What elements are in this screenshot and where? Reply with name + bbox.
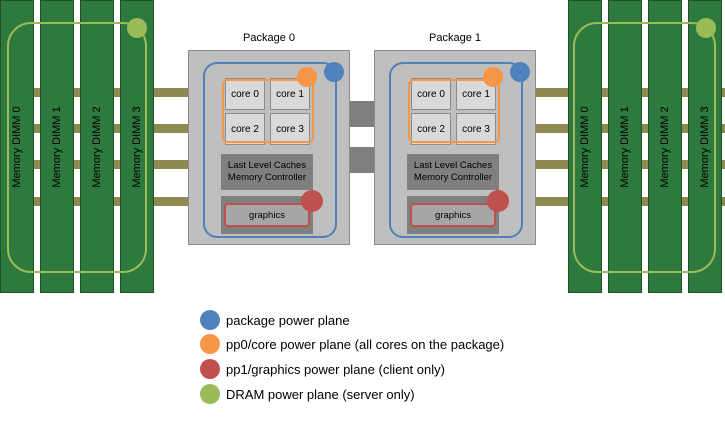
legend-item-dram: DRAM power plane (server only) (200, 383, 415, 405)
graphics-label: graphics (224, 203, 310, 227)
package-title: Package 0 (243, 32, 295, 44)
graphics-block: graphics (221, 196, 313, 234)
memory-dimm: Memory DIMM 3 (120, 0, 154, 293)
memory-dimm: Memory DIMM 2 (80, 0, 114, 293)
memory-dimm: Memory DIMM 1 (40, 0, 74, 293)
core: core 2 (411, 113, 451, 145)
memory-dimm: Memory DIMM 2 (648, 0, 682, 293)
package-power-plane-dot (510, 62, 530, 82)
package: core 0 core 1 core 2 core 3 Last Level C… (188, 50, 350, 245)
legend-label: pp1/graphics power plane (client only) (226, 361, 445, 377)
memory-dimm: Memory DIMM 1 (608, 0, 642, 293)
legend-label: package power plane (226, 312, 350, 328)
legend-label: DRAM power plane (server only) (226, 386, 415, 402)
llc-line-2: Memory Controller (227, 172, 307, 183)
package: core 0 core 1 core 2 core 3 Last Level C… (374, 50, 536, 245)
graphics-power-plane-dot (301, 190, 323, 212)
legend-label: pp0/core power plane (all cores on the p… (226, 336, 505, 352)
llc-line-2: Memory Controller (413, 172, 493, 183)
legend-item-graphics: pp1/graphics power plane (client only) (200, 358, 445, 380)
interconnect (350, 101, 374, 127)
graphics-power-plane-swatch (200, 359, 220, 379)
graphics-power-plane-dot (487, 190, 509, 212)
core-power-plane-loop (408, 79, 500, 143)
llc-block: Last Level Caches Memory Controller (221, 154, 313, 190)
dram-power-plane-dot (127, 18, 147, 38)
dram-power-plane-swatch (200, 384, 220, 404)
graphics-label: graphics (410, 203, 496, 227)
graphics-block: graphics (407, 196, 499, 234)
llc-line-1: Last Level Caches (227, 160, 307, 171)
package-power-plane-loop (389, 62, 523, 238)
core-power-plane-loop (222, 79, 314, 143)
llc-block: Last Level Caches Memory Controller (407, 154, 499, 190)
core: core 3 (270, 113, 310, 145)
memory-dimm: Memory DIMM 0 (0, 0, 34, 293)
core-power-plane-swatch (200, 334, 220, 354)
core: core 0 (411, 78, 451, 110)
interconnect (350, 147, 374, 173)
llc-line-1: Last Level Caches (413, 160, 493, 171)
memory-dimm: Memory DIMM 3 (688, 0, 722, 293)
core: core 2 (225, 113, 265, 145)
legend-item-core: pp0/core power plane (all cores on the p… (200, 333, 504, 355)
package-title: Package 1 (429, 32, 481, 44)
package-power-plane-swatch (200, 310, 220, 330)
core: core 0 (225, 78, 265, 110)
dram-power-plane-loop (7, 22, 147, 273)
core-power-plane-dot (297, 67, 317, 87)
core-power-plane-dot (483, 67, 503, 87)
dram-power-plane-dot (696, 18, 716, 38)
dram-power-plane-loop (573, 22, 716, 273)
package-power-plane-loop (203, 62, 337, 238)
core: core 3 (456, 113, 496, 145)
package-power-plane-dot (324, 62, 344, 82)
legend-item-package: package power plane (200, 309, 350, 331)
